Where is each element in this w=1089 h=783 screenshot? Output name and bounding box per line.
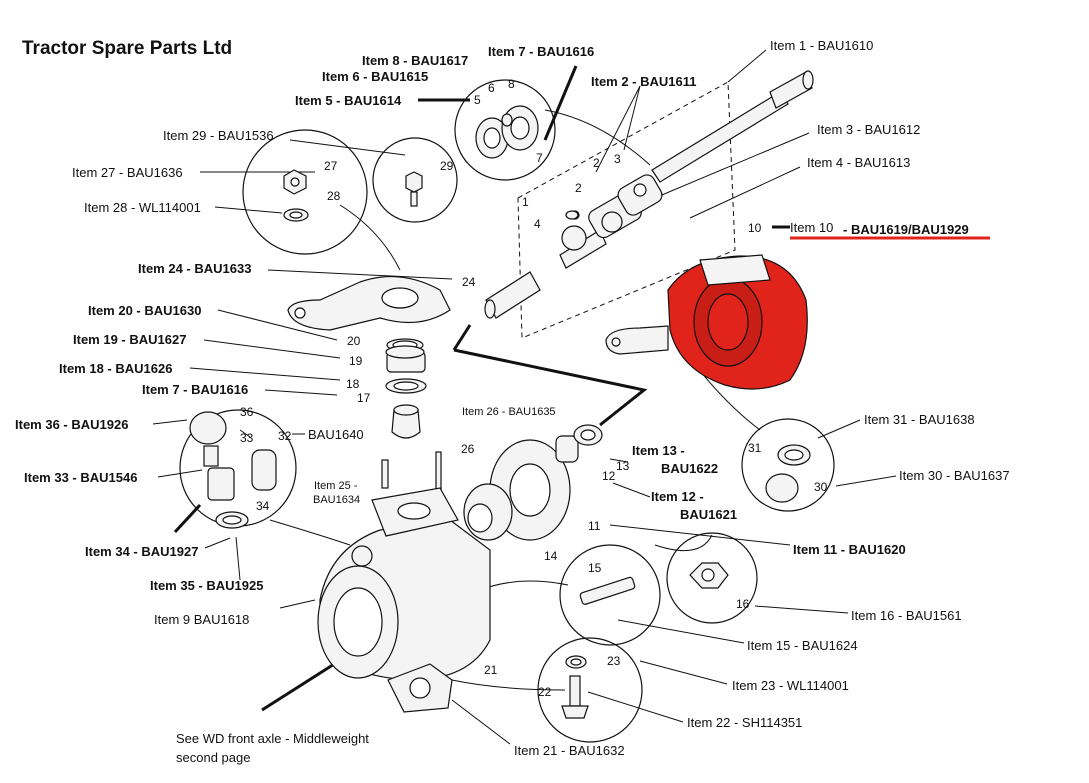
label-item-21: Item 21 - BAU1632	[514, 743, 625, 758]
callout-5: 5	[474, 93, 481, 107]
callout-34: 34	[256, 499, 270, 513]
callout-20: 20	[347, 334, 361, 348]
label-item-10-code: - BAU1619/BAU1929	[843, 222, 969, 237]
label-item-24: Item 24 - BAU1633	[138, 261, 252, 276]
callout-8: 8	[508, 77, 515, 91]
label-item-26: Item 26 - BAU1635	[462, 406, 556, 418]
callout-31: 31	[748, 441, 762, 455]
label-item-5: Item 5 - BAU1614	[295, 93, 402, 108]
label-item-23: Item 23 - WL114001	[732, 678, 849, 693]
callout-16: 16	[736, 597, 750, 611]
label-item-30: Item 30 - BAU1637	[899, 468, 1010, 483]
callout-21: 21	[484, 663, 498, 677]
callout-11: 11	[588, 519, 601, 533]
label-item-35: Item 35 - BAU1925	[150, 578, 264, 593]
label-item-2: Item 2 - BAU1611	[591, 74, 697, 89]
label-item-34: Item 34 - BAU1927	[85, 544, 199, 559]
callout-10: 10	[748, 221, 762, 235]
label-item-8: Item 8 - BAU1617	[362, 53, 469, 68]
callout-numbers: 1 2 2 3 4 5 6 7 8 10 11 12 13 14 15 16 1…	[240, 77, 828, 699]
label-item-11: Item 11 - BAU1620	[793, 542, 906, 557]
callout-19: 19	[349, 354, 363, 368]
label-item-25-a: Item 25 -	[314, 480, 358, 492]
page-title: Tractor Spare Parts Ltd	[22, 38, 233, 59]
callout-2a: 2	[575, 181, 582, 195]
callout-28: 28	[327, 189, 341, 203]
callout-2b: 2	[593, 156, 600, 170]
note-line-1: See WD front axle - Middleweight	[176, 731, 369, 746]
label-item-25-b: BAU1634	[313, 494, 361, 506]
callout-14: 14	[544, 549, 558, 563]
label-item-16: Item 16 - BAU1561	[851, 608, 962, 623]
label-item-28: Item 28 - WL114001	[84, 200, 201, 215]
label-item-7-mid: Item 7 - BAU1616	[142, 382, 249, 397]
callout-30: 30	[814, 480, 828, 494]
label-item-9: Item 9 BAU1618	[154, 612, 250, 627]
small-fasteners	[283, 169, 579, 222]
callout-33: 33	[240, 431, 254, 445]
drive-shaft	[484, 70, 814, 319]
label-item-6: Item 6 - BAU1615	[322, 69, 429, 84]
steering-arm	[287, 275, 451, 331]
swivel-housing	[605, 254, 808, 390]
label-item-29: Item 29 - BAU1536	[163, 128, 274, 143]
label-item-10-prefix: Item 10	[790, 220, 834, 235]
label-item-12-b: BAU1621	[680, 507, 738, 522]
label-item-3: Item 3 - BAU1612	[817, 122, 921, 137]
callout-32: 32	[278, 429, 292, 443]
callout-27: 27	[324, 159, 338, 173]
callout-3: 3	[614, 152, 621, 166]
callout-24: 24	[462, 275, 476, 289]
label-item-19: Item 19 - BAU1627	[73, 332, 187, 347]
callout-18: 18	[346, 377, 360, 391]
callout-15: 15	[588, 561, 602, 575]
callout-26: 26	[461, 442, 475, 456]
note-line-2: second page	[176, 750, 251, 765]
callout-1: 1	[522, 195, 529, 209]
label-item-22: Item 22 - SH114351	[687, 715, 803, 730]
label-item-4: Item 4 - BAU1613	[807, 155, 911, 170]
callout-4: 4	[534, 217, 541, 231]
callout-23: 23	[607, 654, 621, 668]
callout-17: 17	[357, 391, 371, 405]
bearing-parts	[475, 105, 539, 159]
callout-36: 36	[240, 405, 254, 419]
label-item-33: Item 33 - BAU1546	[24, 470, 138, 485]
axle-housing	[317, 487, 491, 681]
kingpin-stack	[385, 338, 427, 439]
callout-12: 12	[602, 469, 616, 483]
leader-lines	[152, 49, 897, 745]
label-item-31: Item 31 - BAU1638	[864, 412, 975, 427]
inset-parts	[189, 411, 811, 719]
label-item-1: Item 1 - BAU1610	[770, 38, 874, 53]
label-item-15: Item 15 - BAU1624	[747, 638, 858, 653]
label-item-13-b: BAU1622	[661, 461, 719, 476]
label-item-27: Item 27 - BAU1636	[72, 165, 183, 180]
label-item-13-a: Item 13 -	[632, 443, 685, 458]
label-item-12-a: Item 12 -	[651, 489, 704, 504]
callout-6: 6	[488, 81, 495, 95]
callout-13: 13	[616, 459, 630, 473]
label-item-20: Item 20 - BAU1630	[88, 303, 202, 318]
callout-29: 29	[440, 159, 454, 173]
label-item-36: Item 36 - BAU1926	[15, 417, 129, 432]
callout-7: 7	[536, 151, 543, 165]
label-item-32: BAU1640	[308, 427, 364, 442]
hub-assembly	[381, 424, 603, 541]
label-item-18: Item 18 - BAU1626	[59, 361, 173, 376]
callout-22: 22	[538, 685, 552, 699]
label-item-7-top: Item 7 - BAU1616	[488, 44, 595, 59]
